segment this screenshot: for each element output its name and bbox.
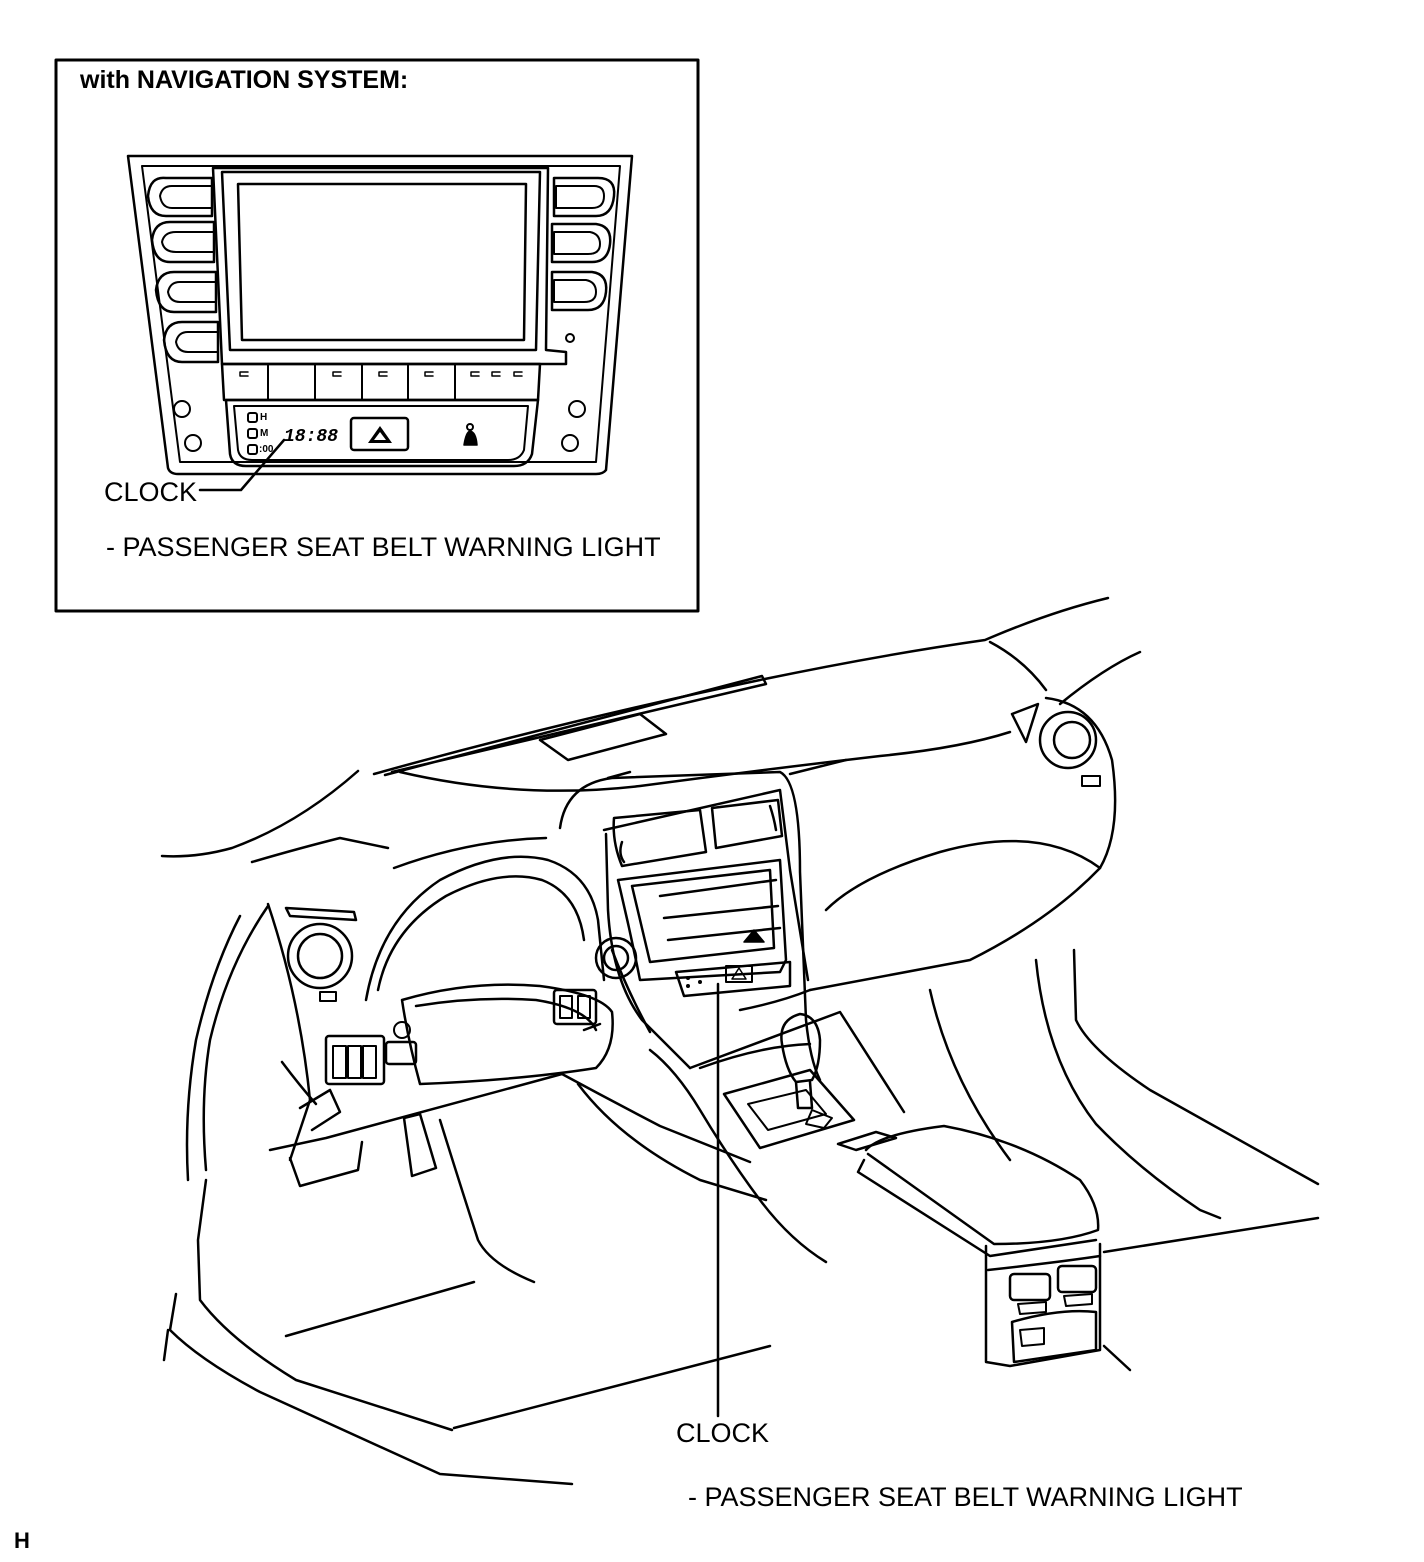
inset-clock-label: CLOCK xyxy=(104,477,198,507)
inset-warning-label: - PASSENGER SEAT BELT WARNING LIGHT xyxy=(106,532,661,562)
clock-display: 18:88 xyxy=(284,427,339,447)
indicator-label-h: H xyxy=(260,412,268,423)
dashboard-drawing xyxy=(160,596,1320,1486)
indicator-label-m: M xyxy=(260,428,269,439)
main-clock-label: CLOCK xyxy=(676,1418,770,1448)
corner-code: H xyxy=(14,1528,30,1553)
indicator-label-00: :00 xyxy=(259,444,274,455)
center-panel-drawing xyxy=(126,154,634,492)
inset-heading: with NAVIGATION SYSTEM: xyxy=(80,66,409,94)
main-warning-label: - PASSENGER SEAT BELT WARNING LIGHT xyxy=(688,1482,1243,1512)
inset-frame xyxy=(54,58,700,613)
inset-clock-leader xyxy=(198,438,286,492)
